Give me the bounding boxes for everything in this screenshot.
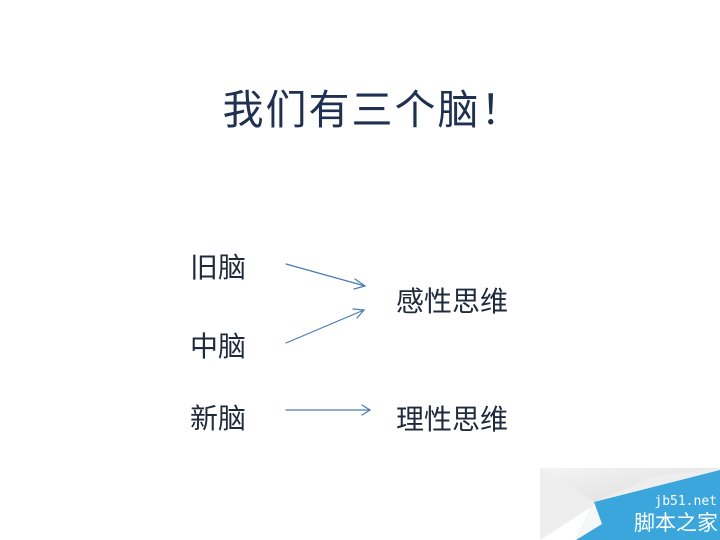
arrow-new-to-rational — [285, 404, 372, 416]
label-mid-brain: 中脑 — [190, 330, 247, 363]
arrow-mid-to-emotional — [285, 308, 366, 344]
label-rational-thinking: 理性思维 — [396, 403, 509, 436]
slide-title: 我们有三个脑！ — [222, 86, 524, 134]
label-emotional-thinking: 感性思维 — [396, 285, 509, 318]
arrow-old-to-emotional — [285, 263, 367, 290]
watermark-name: 脚本之家 — [634, 511, 718, 535]
label-new-brain: 新脑 — [190, 402, 247, 435]
label-old-brain: 旧脑 — [190, 251, 247, 284]
watermark: jb51.net 脚本之家 — [536, 464, 720, 540]
watermark-page-curl-icon — [536, 464, 720, 540]
watermark-site: jb51.net — [654, 494, 717, 509]
